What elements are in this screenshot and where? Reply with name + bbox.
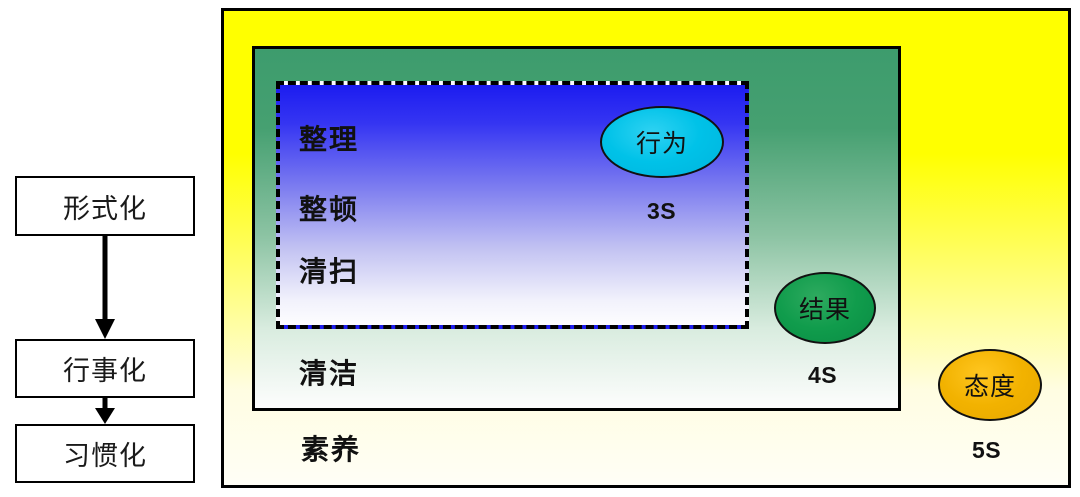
flow-step-label: 行事化 — [63, 356, 147, 386]
s-item-seiton: 整顿 — [299, 194, 360, 225]
flow-step-routinize: 行事化 — [15, 339, 195, 398]
tag-behavior-label: 行为 — [635, 130, 688, 158]
caption-3s: 3S — [647, 198, 677, 224]
arrow-formalize-to-routinize — [95, 236, 115, 339]
flow-step-label: 形式化 — [63, 193, 147, 224]
tag-attitude-ellipse: 态度 — [938, 349, 1042, 421]
tag-behavior-ellipse: 行为 — [600, 106, 724, 178]
flow-step-label: 习惯化 — [63, 441, 147, 471]
arrow-routinize-to-habituate — [95, 398, 115, 424]
tag-result-ellipse: 结果 — [774, 272, 876, 344]
flow-step-formalize: 形式化 — [15, 176, 195, 236]
panel-5s — [221, 8, 1071, 488]
s-item-seiso: 清扫 — [299, 256, 360, 287]
s-item-shitsuke: 素养 — [301, 434, 362, 465]
flow-step-habituate: 习惯化 — [15, 424, 195, 483]
caption-5s: 5S — [972, 437, 1002, 463]
s-item-seiketsu: 清洁 — [299, 358, 360, 389]
tag-result-label: 结果 — [798, 296, 851, 324]
s-item-seiri: 整理 — [299, 124, 360, 155]
tag-attitude-label: 态度 — [963, 373, 1016, 401]
caption-4s: 4S — [808, 362, 838, 388]
